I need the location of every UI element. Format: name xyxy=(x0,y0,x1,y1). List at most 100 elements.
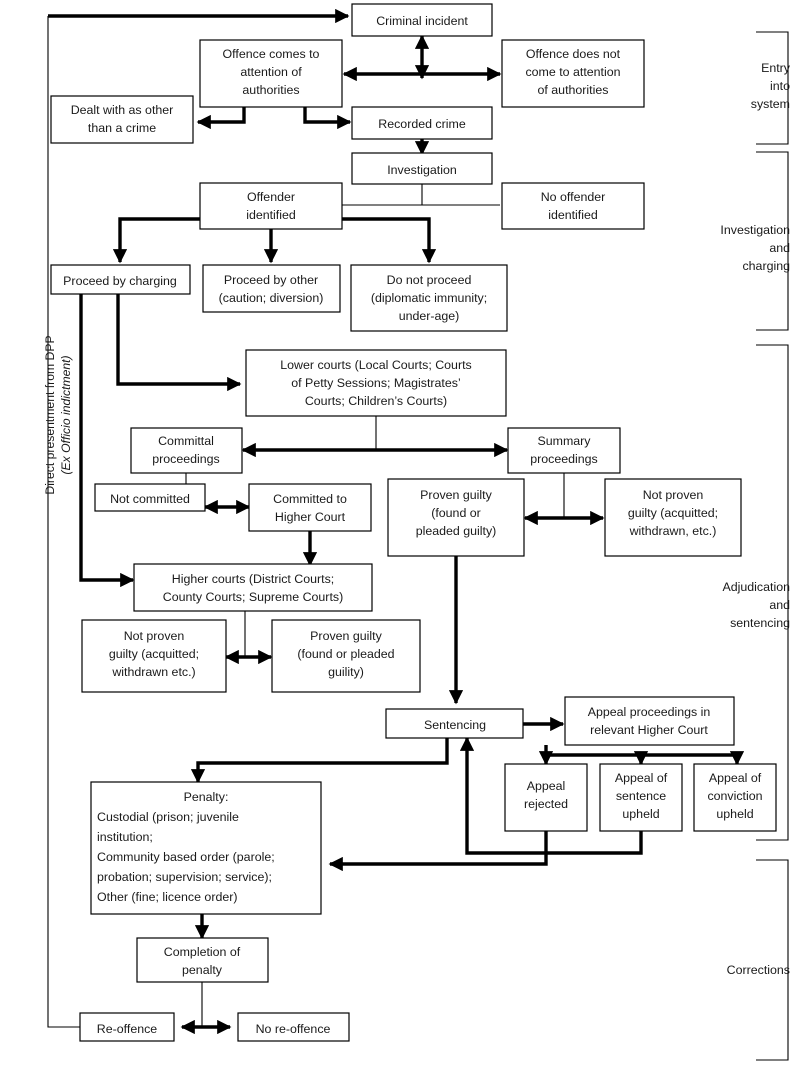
node-appeal-proceedings[interactable]: Appeal proceedings in relevant Higher Co… xyxy=(564,696,735,746)
node-label: (found or pleaded xyxy=(297,647,394,661)
node-not-committed[interactable]: Not committed xyxy=(94,483,206,512)
node-label: Not proven xyxy=(124,629,185,643)
node-label: of Petty Sessions; Magistrates’ xyxy=(291,376,460,390)
node-sentencing[interactable]: Sentencing xyxy=(385,708,524,739)
node-completion-of-penalty[interactable]: Completion of penalty xyxy=(136,937,269,983)
node-committal-proceedings[interactable]: Committal proceedings xyxy=(130,427,243,474)
node-label: Custodial (prison; juvenile xyxy=(97,810,239,824)
side-label-line1: Direct presentment from DPP xyxy=(43,335,57,494)
stage-bracket-investigation: Investigation and charging xyxy=(720,151,790,331)
node-label: Proceed by other xyxy=(224,273,318,287)
node-label: Committed to xyxy=(273,492,347,506)
node-criminal-incident[interactable]: Criminal incident xyxy=(351,3,493,37)
node-appeal-rejected[interactable]: Appeal rejected xyxy=(504,763,588,832)
stage-bracket-corrections: Corrections xyxy=(727,859,790,1061)
node-label: Completion of xyxy=(164,945,241,959)
connector-sentencing-to-penalty xyxy=(190,738,449,784)
node-do-not-proceed[interactable]: Do not proceed (diplomatic immunity; und… xyxy=(350,264,508,332)
node-label: identified xyxy=(548,208,598,222)
node-label: upheld xyxy=(622,807,659,821)
node-lower-courts[interactable]: Lower courts (Local Courts; Courts of Pe… xyxy=(245,349,507,417)
connector-offence-to-dealtwith xyxy=(196,106,246,130)
stage-label-line: Corrections xyxy=(727,963,790,977)
stage-label-line: into xyxy=(770,79,790,93)
node-proven-guilty-summary[interactable]: Proven guilty (found or pleaded guilty) xyxy=(387,478,525,557)
node-not-proven-guilty-higher[interactable]: Not proven guilty (acquitted; withdrawn … xyxy=(81,619,227,693)
side-label-line2: (Ex Officio indictment) xyxy=(59,355,73,474)
node-penalty[interactable]: Penalty: Custodial (prison; juvenile ins… xyxy=(90,781,322,915)
node-label: penalty xyxy=(182,963,223,977)
stage-label-line: and xyxy=(769,598,790,612)
node-label: rejected xyxy=(524,797,568,811)
node-proceed-by-charging[interactable]: Proceed by charging xyxy=(50,264,191,295)
node-label: Offence comes to xyxy=(223,47,320,61)
node-label: guilty (acquitted; xyxy=(628,506,718,520)
connector-charging-to-highercourts xyxy=(79,294,135,588)
connector-offender-to-donotproceed xyxy=(341,217,437,264)
node-no-offender-identified[interactable]: No offender identified xyxy=(501,182,645,230)
node-offender-identified[interactable]: Offender identified xyxy=(199,182,343,230)
node-not-proven-guilty-summary[interactable]: Not proven guilty (acquitted; withdrawn,… xyxy=(604,478,742,557)
node-offence-does-not-come-to-attention[interactable]: Offence does not come to attention of au… xyxy=(501,39,645,108)
node-label: sentence xyxy=(616,789,666,803)
node-offence-comes-to-attention[interactable]: Offence comes to attention of authoritie… xyxy=(199,39,343,108)
node-re-offence[interactable]: Re-offence xyxy=(79,1012,175,1042)
stage-bracket-adjudication: Adjudication and sentencing xyxy=(722,344,790,841)
node-label: upheld xyxy=(716,807,753,821)
stage-label-line: Adjudication xyxy=(722,580,790,594)
node-label: Proceed by charging xyxy=(63,274,177,288)
node-label: Not proven xyxy=(643,488,704,502)
stage-label-line: Entry xyxy=(761,61,791,75)
node-committed-to-higher-court[interactable]: Committed to Higher Court xyxy=(248,483,372,532)
node-label: Investigation xyxy=(387,163,457,177)
node-summary-proceedings[interactable]: Summary proceedings xyxy=(507,427,621,474)
stage-label-line: sentencing xyxy=(730,616,790,630)
node-label: No offender xyxy=(541,190,606,204)
node-label: Criminal incident xyxy=(376,14,468,28)
node-proven-guilty-higher[interactable]: Proven guilty (found or pleaded guility) xyxy=(271,619,421,693)
node-label: Higher Court xyxy=(275,510,346,524)
node-appeal-of-sentence-upheld[interactable]: Appeal of sentence upheld xyxy=(599,763,683,832)
node-label: Appeal proceedings in xyxy=(588,705,711,719)
node-label: No re-offence xyxy=(256,1022,331,1036)
node-label: Recorded crime xyxy=(378,117,466,131)
node-label: withdrawn, etc.) xyxy=(629,524,717,538)
node-proceed-by-other[interactable]: Proceed by other (caution; diversion) xyxy=(202,264,341,313)
node-label: Lower courts (Local Courts; Courts xyxy=(280,358,471,372)
node-label: institution; xyxy=(97,830,153,844)
node-label: Other (fine; licence order) xyxy=(97,890,237,904)
node-label: conviction xyxy=(707,789,762,803)
node-label: proceedings xyxy=(530,452,598,466)
node-label: Appeal xyxy=(527,779,566,793)
node-label: withdrawn etc.) xyxy=(111,665,195,679)
node-appeal-of-conviction-upheld[interactable]: Appeal of conviction upheld xyxy=(693,763,777,832)
node-label: probation; supervision; service); xyxy=(97,870,272,884)
node-label: Courts; Children’s Courts) xyxy=(305,394,447,408)
node-label: identified xyxy=(246,208,296,222)
side-label-direct-presentment: Direct presentment from DPP (Ex Officio … xyxy=(43,335,73,494)
connector-investigation-to-nooffender xyxy=(421,183,500,206)
node-label: Re-offence xyxy=(97,1022,157,1036)
node-label: Penalty: xyxy=(184,790,229,804)
node-label: attention of xyxy=(240,65,302,79)
stage-label-line: system xyxy=(751,97,790,111)
node-label: Committal xyxy=(158,434,214,448)
stage-label-line: and xyxy=(769,241,790,255)
stage-label-line: Investigation xyxy=(720,223,790,237)
node-label: Proven guilty xyxy=(420,488,492,502)
node-label: guilty (acquitted; xyxy=(109,647,199,661)
connector-appealrejected-to-penalty xyxy=(328,831,548,872)
stage-label-line: charging xyxy=(742,259,790,273)
node-label: (caution; diversion) xyxy=(219,291,324,305)
stage-bracket-entry: Entry into system xyxy=(751,31,791,145)
connector-charging-to-lowercourts xyxy=(116,294,242,392)
node-label: (diplomatic immunity; xyxy=(371,291,487,305)
node-no-re-offence[interactable]: No re-offence xyxy=(237,1012,350,1042)
node-recorded-crime[interactable]: Recorded crime xyxy=(351,106,493,140)
node-dealt-with-as-other[interactable]: Dealt with as other than a crime xyxy=(50,95,194,144)
node-label: pleaded guilty) xyxy=(416,524,497,538)
node-higher-courts[interactable]: Higher courts (District Courts; County C… xyxy=(133,563,373,612)
node-investigation[interactable]: Investigation xyxy=(351,152,493,185)
